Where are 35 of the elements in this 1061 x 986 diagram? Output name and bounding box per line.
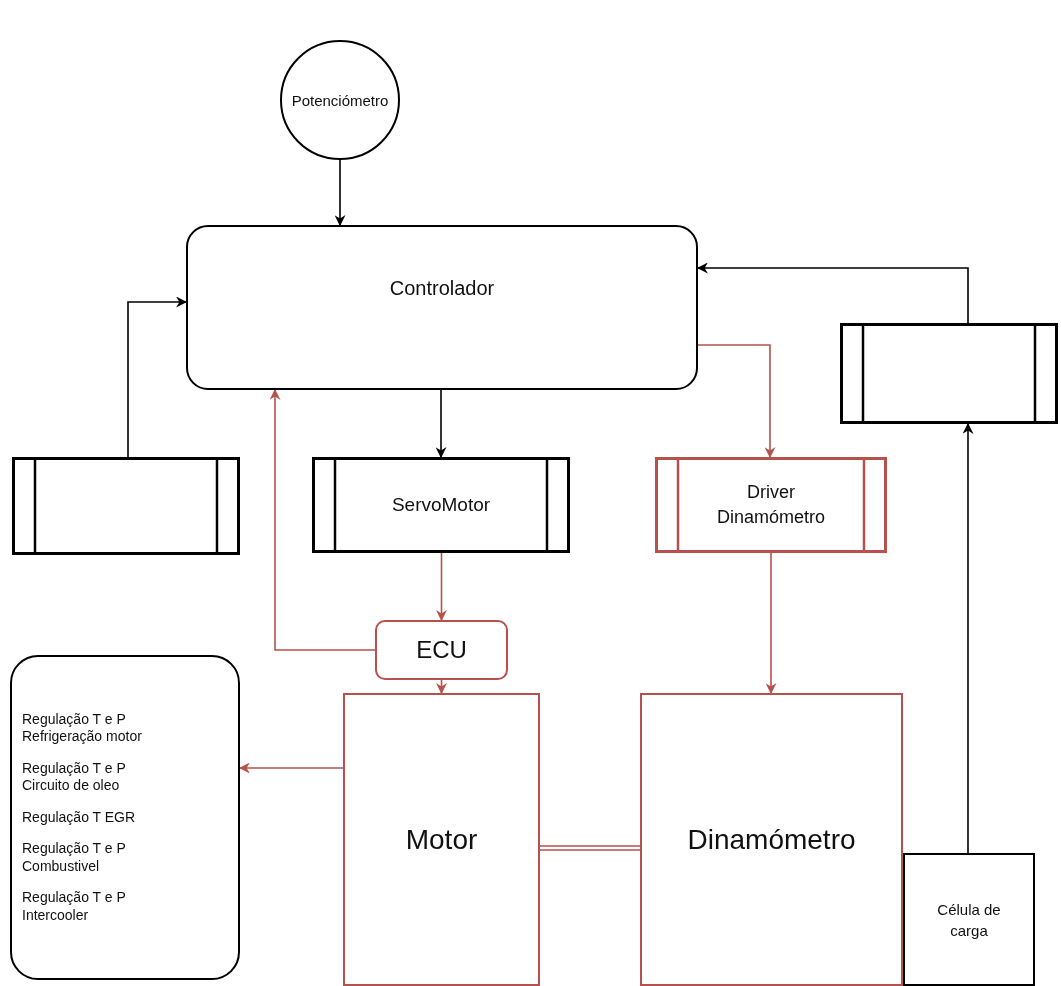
node-label: Célula de carga <box>936 899 1002 941</box>
dynamometer-box <box>640 693 903 986</box>
node-label: Dinamómetro <box>687 822 856 857</box>
list-item: Regulação T e P Refrigeração motor <box>22 710 143 746</box>
arrow <box>127 296 188 458</box>
arrow <box>238 762 344 774</box>
arrow <box>334 159 346 227</box>
node-label: ServoMotor <box>391 492 491 517</box>
controller-box <box>186 225 698 390</box>
arrow <box>765 552 777 695</box>
node-label: Potenciómetro <box>291 90 389 111</box>
arrow <box>436 679 447 695</box>
load-cell-box <box>903 853 1035 986</box>
arrow <box>697 344 776 459</box>
process-box <box>655 457 887 553</box>
node-label: Driver Dinamómetro <box>715 480 826 529</box>
arrow <box>696 262 969 324</box>
arrow <box>962 422 974 854</box>
ecu-box <box>375 620 508 680</box>
double-connector <box>539 845 641 851</box>
process-box <box>840 323 1058 424</box>
process-box <box>312 457 570 553</box>
arrow <box>435 389 447 459</box>
list-item: Regulação T e P Combustivel <box>22 840 127 876</box>
list-item: Regulação T e P Circuito de oleo <box>22 759 127 795</box>
list-item: Regulação T e P Intercooler <box>22 889 127 925</box>
regulation-list-box <box>10 655 240 980</box>
process-box <box>12 457 240 555</box>
list-item: Regulação T EGR <box>22 808 137 827</box>
arrow <box>269 388 376 651</box>
arrow <box>436 552 447 622</box>
node-label: Motor <box>405 822 478 857</box>
node-label: Controlador <box>389 275 495 301</box>
engine-box <box>343 693 540 986</box>
node-label: ECU <box>416 635 467 666</box>
